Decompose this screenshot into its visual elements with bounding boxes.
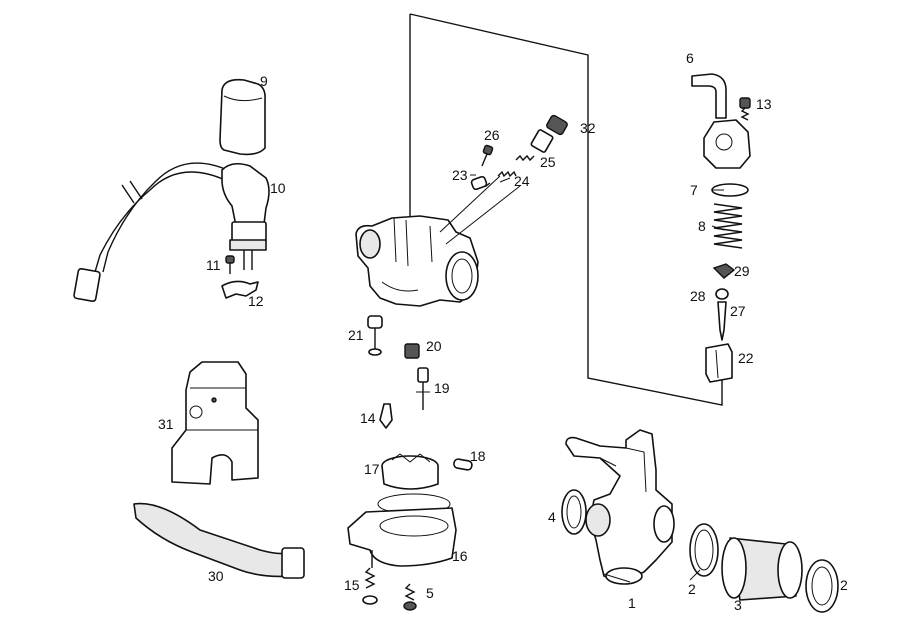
part-19-jet: [416, 367, 430, 410]
label-13: 13: [756, 96, 772, 112]
label-15: 15: [344, 577, 360, 593]
label-10: 10: [270, 180, 286, 196]
part-17-float: [381, 453, 439, 490]
label-2-left: 2: [688, 581, 696, 597]
part-16-float-bowl: [347, 493, 457, 568]
part-22-sleeve: [705, 343, 733, 383]
part-13-screw: [739, 97, 751, 121]
part-28-ring: [715, 288, 729, 300]
part-15-screw: [362, 567, 378, 605]
label-5: 5: [426, 585, 434, 601]
label-6: 6: [686, 50, 694, 66]
label-30: 30: [208, 568, 224, 584]
label-14: 14: [360, 410, 376, 426]
part-25-adjuster: [515, 114, 568, 162]
part-8-spring: [713, 203, 743, 249]
part-20-nut: [404, 343, 420, 359]
label-17: 17: [364, 461, 380, 477]
part-11-screw: [225, 255, 235, 274]
part-6-pipe: [691, 73, 727, 119]
part-2-clamp-right: [805, 559, 839, 613]
part-10-starter-cable: [73, 162, 270, 303]
label-11: 11: [206, 257, 221, 273]
part-31-block: [171, 361, 259, 485]
part-26-screw: [481, 144, 494, 167]
part-1-carburetor-assembly: [565, 429, 675, 585]
part-4-clamp: [561, 489, 587, 535]
part-12-clip: [221, 280, 259, 299]
leader-lines: [470, 174, 725, 583]
label-3: 3: [734, 597, 742, 613]
label-26: 26: [484, 127, 500, 143]
label-27: 27: [730, 303, 746, 319]
label-21: 21: [348, 327, 364, 343]
part-9-cap: [219, 78, 266, 156]
fuel-tap-body: [703, 119, 751, 169]
label-9: 9: [260, 73, 268, 89]
label-2-right: 2: [840, 577, 848, 593]
label-31: 31: [158, 416, 174, 432]
label-24: 24: [514, 173, 530, 189]
assembly-frame-32: [409, 13, 723, 406]
part-2-clamp-left: [689, 523, 719, 577]
part-3-sleeve: [721, 537, 803, 601]
label-7: 7: [690, 182, 698, 198]
part-30-hose: [133, 502, 305, 579]
carburetor-body: [355, 175, 521, 307]
label-32: 32: [580, 120, 596, 136]
part-27-needle: [717, 301, 727, 341]
label-29: 29: [734, 263, 750, 279]
label-16: 16: [452, 548, 468, 564]
part-5-screw: [403, 583, 417, 611]
label-1: 1: [628, 595, 636, 611]
part-23-spring: [470, 175, 491, 191]
label-28: 28: [690, 288, 706, 304]
part-24-spring: [497, 170, 517, 178]
label-12: 12: [248, 293, 264, 309]
label-19: 19: [434, 380, 450, 396]
part-labels: 1 2 2 3 4 5 6 7 8 9 10 11 12 13 14 15 16…: [158, 50, 848, 613]
label-20: 20: [426, 338, 442, 354]
label-4: 4: [548, 509, 556, 525]
part-14-needle: [379, 403, 393, 429]
part-29-clip: [712, 263, 736, 279]
part-18-pin: [453, 458, 473, 471]
label-25: 25: [540, 154, 556, 170]
label-18: 18: [470, 448, 486, 464]
label-23: 23: [452, 167, 468, 183]
part-21-screw: [367, 315, 383, 356]
label-22: 22: [738, 350, 754, 366]
label-8: 8: [698, 218, 706, 234]
